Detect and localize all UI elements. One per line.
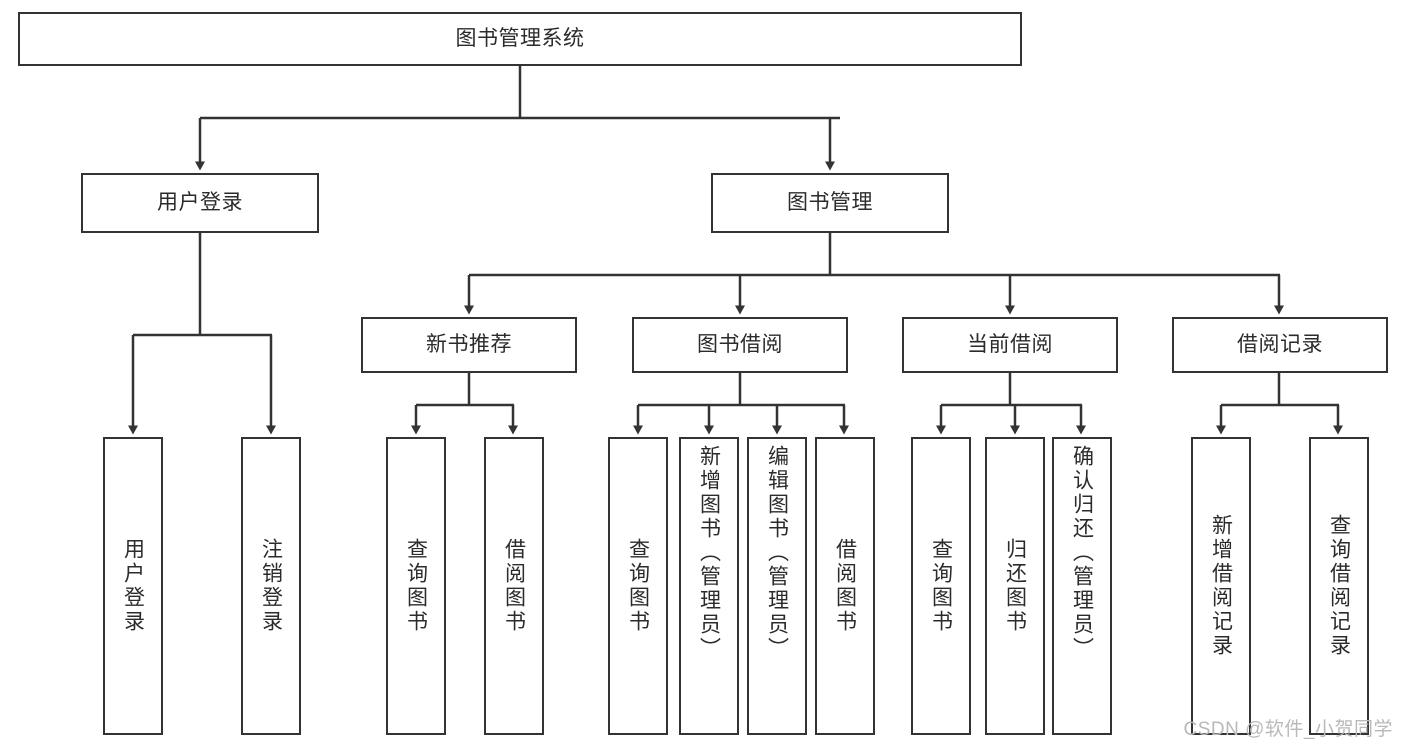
edge-user-login-to-leaves (128, 233, 276, 435)
node-leaf-borrow-book-2-label: 借阅图书 (833, 538, 857, 634)
node-leaf-query-book-2-label: 查询图书 (626, 538, 650, 634)
node-current-borrow[interactable]: 当前借阅 (902, 317, 1118, 373)
node-leaf-query-book-3[interactable]: 查询图书 (911, 437, 971, 735)
node-user-login-label: 用户登录 (157, 190, 243, 214)
node-leaf-return-book-label: 归还图书 (1003, 538, 1027, 634)
node-root[interactable]: 图书管理系统 (18, 12, 1022, 66)
node-leaf-edit-book[interactable]: 编辑图书（管理员） (747, 437, 807, 735)
node-leaf-logout-label: 注销登录 (259, 538, 283, 634)
node-leaf-query-record-label: 查询借阅记录 (1327, 514, 1351, 658)
node-leaf-query-book-3-label: 查询图书 (929, 538, 953, 634)
node-leaf-confirm-return[interactable]: 确认归还（管理员） (1052, 437, 1112, 735)
node-leaf-query-book-1-label: 查询图书 (404, 538, 428, 634)
node-leaf-query-book-1[interactable]: 查询图书 (386, 437, 446, 735)
node-leaf-edit-book-label: 编辑图书（管理员） (765, 445, 789, 661)
node-leaf-return-book[interactable]: 归还图书 (985, 437, 1045, 735)
node-new-book-recommend[interactable]: 新书推荐 (361, 317, 577, 373)
node-leaf-add-book[interactable]: 新增图书（管理员） (679, 437, 739, 735)
node-leaf-query-record[interactable]: 查询借阅记录 (1309, 437, 1369, 735)
edge-book-borrow-to-leaves (633, 373, 849, 435)
node-book-borrow-label: 图书借阅 (697, 332, 783, 356)
edge-current-borrow-to-leaves (936, 373, 1086, 435)
node-book-manage[interactable]: 图书管理 (711, 173, 949, 233)
node-leaf-add-book-label: 新增图书（管理员） (697, 445, 721, 661)
node-new-book-recommend-label: 新书推荐 (426, 332, 512, 356)
node-current-borrow-label: 当前借阅 (967, 332, 1053, 356)
node-leaf-add-record-label: 新增借阅记录 (1209, 514, 1233, 658)
node-leaf-logout[interactable]: 注销登录 (241, 437, 301, 735)
node-leaf-borrow-book-2[interactable]: 借阅图书 (815, 437, 875, 735)
node-leaf-user-login-label: 用户登录 (121, 538, 145, 634)
edge-book-manage-to-level3 (464, 233, 1284, 315)
node-leaf-borrow-book-1[interactable]: 借阅图书 (484, 437, 544, 735)
edge-borrow-record-to-leaves (1216, 373, 1343, 435)
watermark-text: CSDN @软件_小贺同学 (1183, 719, 1393, 740)
node-leaf-confirm-return-label: 确认归还（管理员） (1070, 445, 1094, 661)
node-leaf-add-record[interactable]: 新增借阅记录 (1191, 437, 1251, 735)
node-borrow-record-label: 借阅记录 (1237, 332, 1323, 356)
node-user-login[interactable]: 用户登录 (81, 173, 319, 233)
node-leaf-user-login[interactable]: 用户登录 (103, 437, 163, 735)
node-borrow-record[interactable]: 借阅记录 (1172, 317, 1388, 373)
node-leaf-borrow-book-1-label: 借阅图书 (502, 538, 526, 634)
node-leaf-query-book-2[interactable]: 查询图书 (608, 437, 668, 735)
node-root-label: 图书管理系统 (455, 26, 585, 50)
node-book-borrow[interactable]: 图书借阅 (632, 317, 848, 373)
edge-new-book-recommend-to-leaves (411, 373, 518, 435)
node-book-manage-label: 图书管理 (787, 190, 873, 214)
edge-root-to-level2 (195, 66, 840, 171)
